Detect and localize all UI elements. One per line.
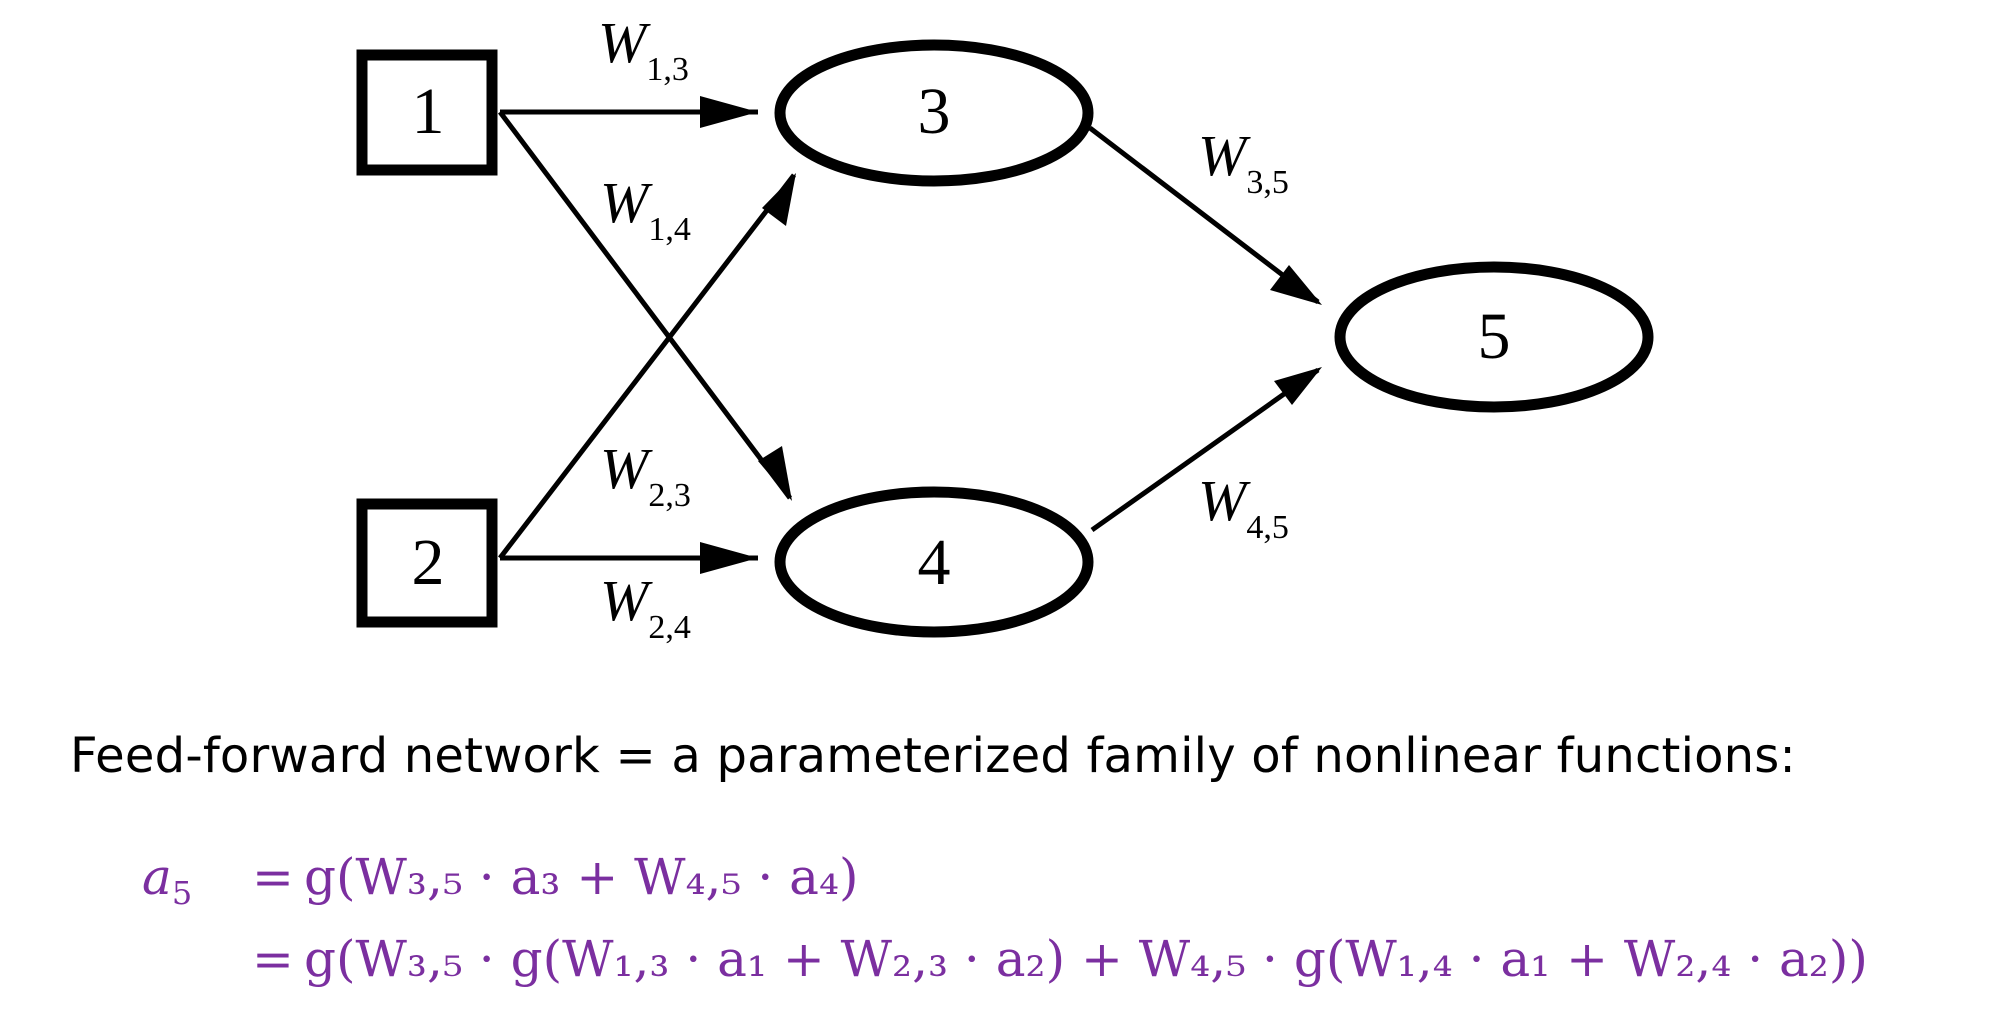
- weight-sub-1-4: 1,4: [648, 211, 691, 248]
- edge-4-5: [1090, 367, 1320, 533]
- equation-line-2: =g(W₃,₅ · g(W₁,₃ · a₁ + W₂,₃ · a₂) + W₄,…: [142, 930, 1868, 988]
- equation-lhs: a5: [142, 848, 242, 909]
- arrowhead-2-3: [762, 173, 796, 226]
- node-1-box: [356, 49, 498, 176]
- arrowhead-1-4: [758, 446, 792, 501]
- weight-label-2-3: W2,3: [600, 436, 691, 514]
- weight-sub-2-3: 2,3: [648, 477, 691, 514]
- weight-symbol-2-4: W: [600, 568, 653, 633]
- nodes: [356, 39, 1654, 638]
- node-2-box: [356, 498, 498, 628]
- weight-sub-2-4: 2,4: [648, 609, 691, 646]
- node-5-label: 5: [1478, 300, 1511, 373]
- weight-sub-1-3: 1,3: [646, 51, 689, 88]
- caption: Feed-forward network = a parameterized f…: [70, 728, 1796, 784]
- equation-lhs-sub: 5: [171, 874, 193, 912]
- node-3-label: 3: [918, 75, 951, 148]
- weight-symbol-1-4: W: [600, 170, 653, 235]
- weight-label-4-5: W4,5: [1198, 468, 1289, 546]
- edge-1-4: [498, 110, 792, 500]
- equation-lhs-var: a: [142, 848, 172, 906]
- node-4-label: 4: [918, 526, 951, 599]
- arrowhead-4-5: [1274, 367, 1322, 405]
- weight-symbol-3-5: W: [1198, 123, 1251, 188]
- arrowhead-3-5: [1270, 265, 1322, 305]
- equals-sign-1: =: [252, 848, 294, 906]
- equation-rhs-1: g(W₃,₅ · a₃ + W₄,₅ · a₄): [304, 848, 859, 906]
- node-4-ellipse: [774, 486, 1094, 638]
- edge-2-3: [498, 173, 796, 560]
- node-5-ellipse: [1334, 261, 1654, 413]
- weight-sub-4-5: 4,5: [1246, 509, 1289, 546]
- equation-line-1: a5=g(W₃,₅ · a₃ + W₄,₅ · a₄): [142, 848, 859, 909]
- weight-label-1-3: W1,3: [598, 10, 689, 88]
- weight-symbol-2-3: W: [600, 436, 653, 501]
- weight-sub-3-5: 3,5: [1246, 164, 1289, 201]
- weight-label-1-4: W1,4: [600, 170, 691, 248]
- arrowhead-1-3: [700, 96, 758, 128]
- edges: [498, 96, 1322, 574]
- edge-3-5: [1088, 126, 1320, 304]
- weight-label-2-4: W2,4: [600, 568, 691, 646]
- weight-symbol-1-3: W: [598, 10, 651, 75]
- node-3-ellipse: [774, 39, 1094, 187]
- equals-sign-2: =: [252, 930, 294, 988]
- node-2-label: 2: [412, 526, 445, 599]
- weight-symbol-4-5: W: [1198, 468, 1251, 533]
- weight-label-3-5: W3,5: [1198, 123, 1289, 201]
- arrowhead-2-4: [700, 542, 758, 574]
- equation-rhs-2: g(W₃,₅ · g(W₁,₃ · a₁ + W₂,₃ · a₂) + W₄,₅…: [304, 930, 1868, 988]
- node-1-label: 1: [412, 75, 445, 148]
